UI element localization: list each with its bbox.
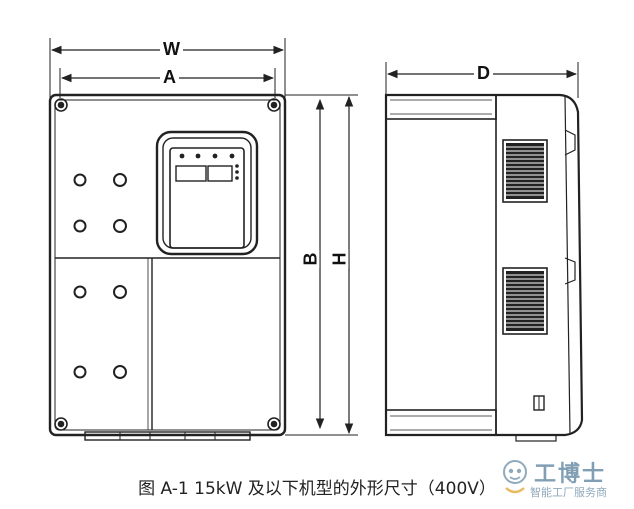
side-view: [384, 62, 584, 442]
front-body: [48, 93, 287, 437]
watermark-title: 工博士: [534, 461, 607, 487]
height-label: H: [330, 249, 350, 269]
watermark-subtitle: 智能工厂服务商: [530, 486, 607, 499]
dimension-drawing: [48, 38, 584, 442]
b-label: B: [301, 249, 321, 269]
depth-label: D: [474, 64, 493, 82]
figure-caption: 图 A-1 15kW 及以下机型的外形尺寸（400V）: [138, 479, 496, 499]
a-label: A: [160, 68, 179, 86]
front-view: [48, 38, 358, 441]
vent-grille-icon: [502, 139, 548, 203]
watermark: 工博士 智能工厂服务商: [498, 452, 632, 504]
keypad-display-icon: [155, 130, 259, 256]
vent-grille-icon: [502, 267, 548, 335]
corner-screw-icon: [54, 98, 281, 431]
width-label: W: [160, 40, 183, 58]
hole-icon: [73, 173, 127, 379]
robot-logo-icon: [503, 460, 527, 494]
